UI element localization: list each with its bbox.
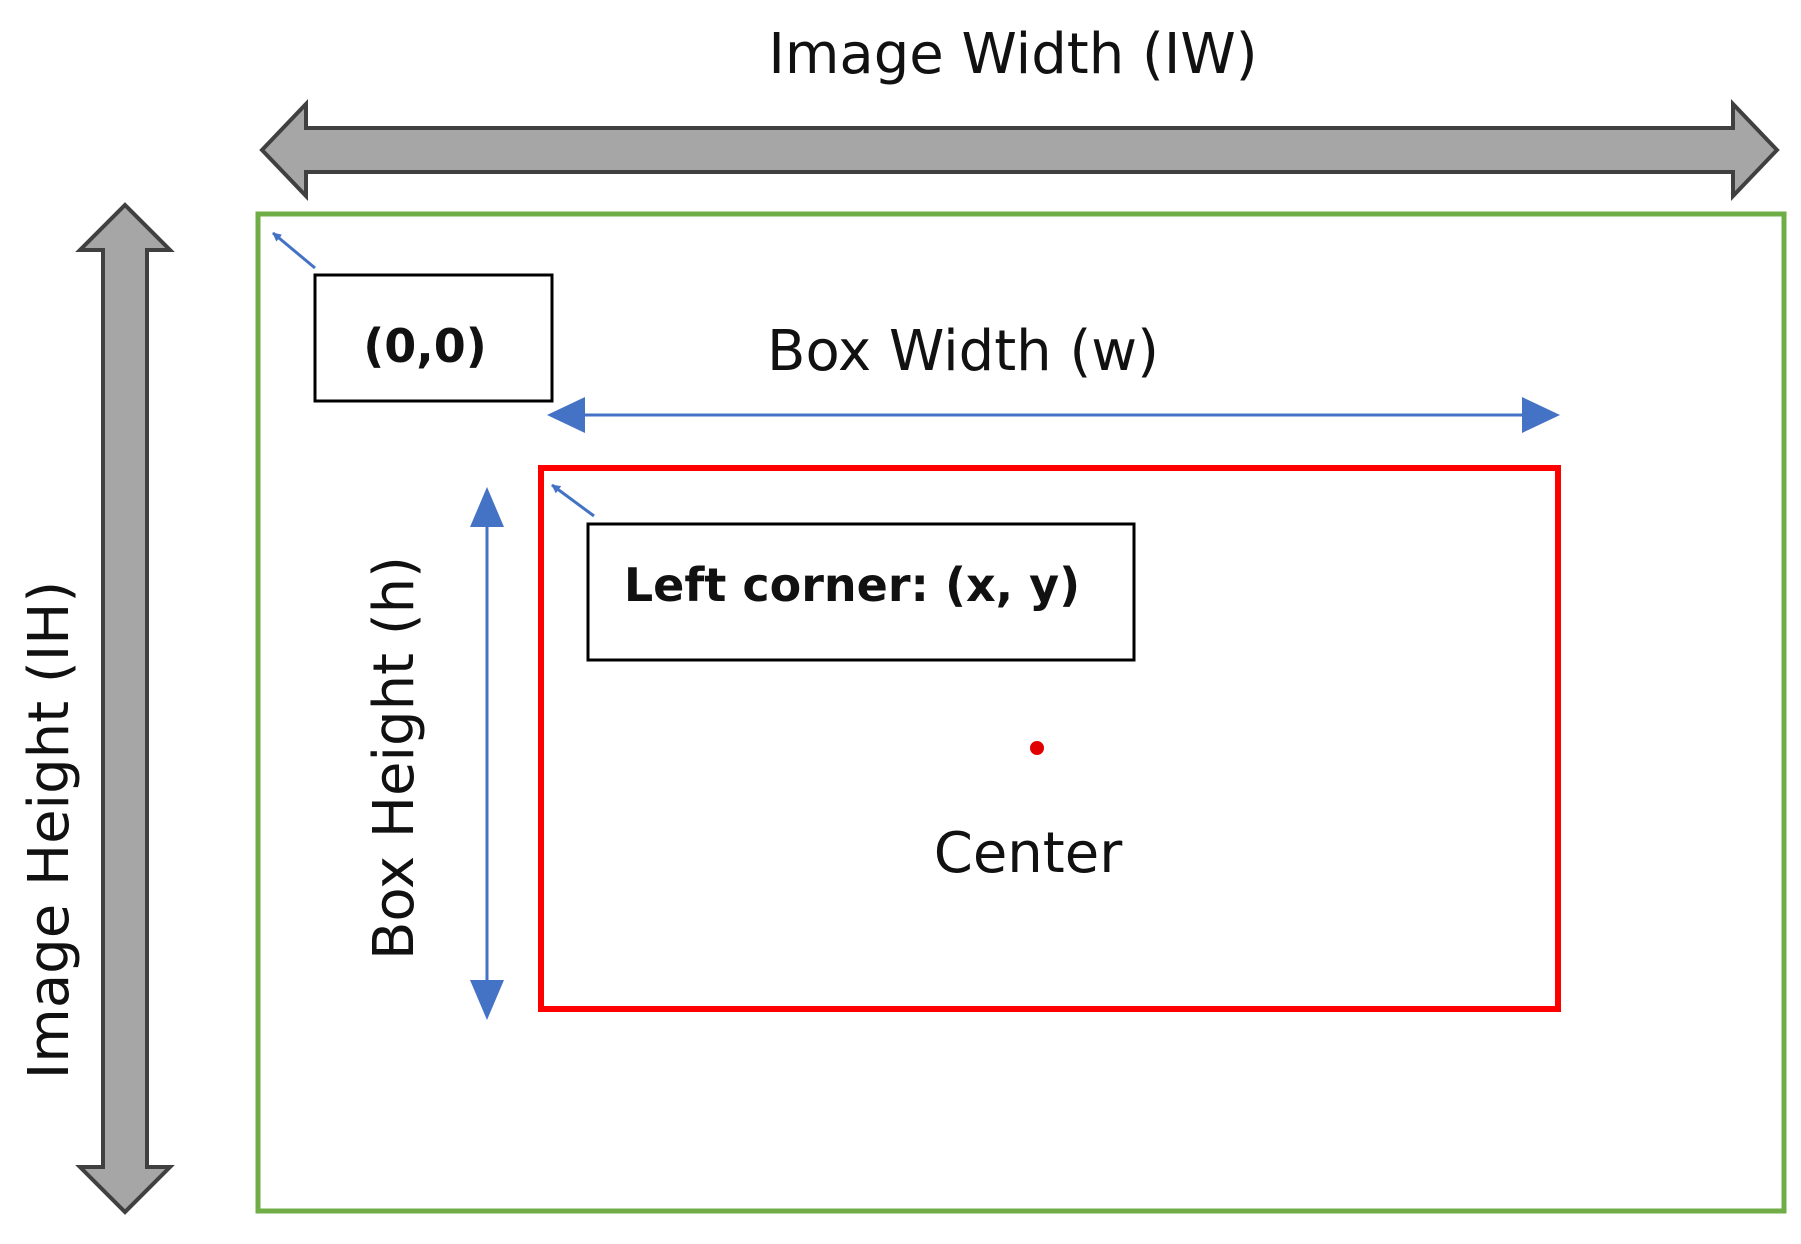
box-height-arrow-bottom-head <box>470 980 504 1020</box>
box-width-arrow-left-head <box>547 397 585 433</box>
origin-pointer-arrow <box>272 231 316 270</box>
left-corner-label-box <box>586 522 1136 662</box>
left-corner-label: Left corner: (x, y) <box>624 558 1080 612</box>
image-height-arrow <box>75 202 175 1215</box>
center-label: Center <box>934 821 1123 886</box>
image-width-arrow <box>259 99 1780 201</box>
origin-label: (0,0) <box>363 319 487 373</box>
image-frame <box>255 211 1787 1214</box>
image-height-label: Image Height (IH) <box>17 581 82 1079</box>
box-width-label: Box Width (w) <box>767 319 1159 384</box>
image-width-label: Image Width (IW) <box>768 22 1257 87</box>
box-height-arrow-top-head <box>470 487 504 527</box>
box-height-label: Box Height (h) <box>362 556 427 960</box>
origin-label-box <box>313 273 554 403</box>
box-width-arrow-right-head <box>1522 397 1560 433</box>
center-dot <box>1030 741 1044 755</box>
left-corner-pointer-arrow <box>551 483 595 518</box>
bounding-box <box>538 465 1561 1012</box>
